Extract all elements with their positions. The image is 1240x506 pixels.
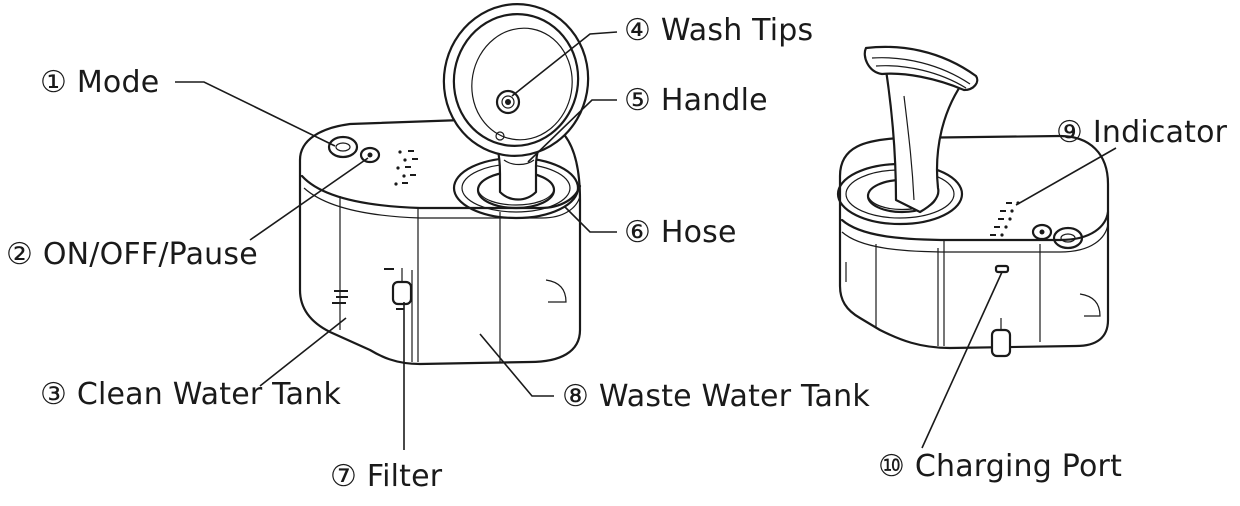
- label-onoff-pause: ② ON/OFF/Pause: [6, 237, 258, 272]
- label-mode: ① Mode: [40, 65, 160, 100]
- leader-indicator: [1015, 147, 1117, 206]
- leader-onoff: [249, 157, 369, 241]
- label-wash-tips: ④ Wash Tips: [624, 13, 814, 48]
- label-charging-port: ⑩ Charging Port: [878, 449, 1123, 484]
- leader-handle: [527, 99, 617, 163]
- left-device: [298, 3, 590, 366]
- leader-hose: [563, 205, 617, 233]
- leader-clean: [259, 317, 347, 387]
- leader-tips: [511, 31, 618, 97]
- label-indicator: ⑨ Indicator: [1056, 115, 1228, 150]
- label-filter: ⑦ Filter: [330, 459, 443, 494]
- leader-charging: [921, 271, 1003, 449]
- label-clean-water-tank: ③ Clean Water Tank: [40, 377, 342, 412]
- leader-lines: [175, 31, 1117, 450]
- leader-mode: [175, 81, 336, 147]
- right-device: [836, 45, 1110, 358]
- label-waste-water-tank: ⑧ Waste Water Tank: [562, 379, 870, 414]
- label-handle: ⑤ Handle: [624, 83, 768, 118]
- leader-waste: [479, 333, 554, 397]
- label-hose: ⑥ Hose: [624, 215, 737, 250]
